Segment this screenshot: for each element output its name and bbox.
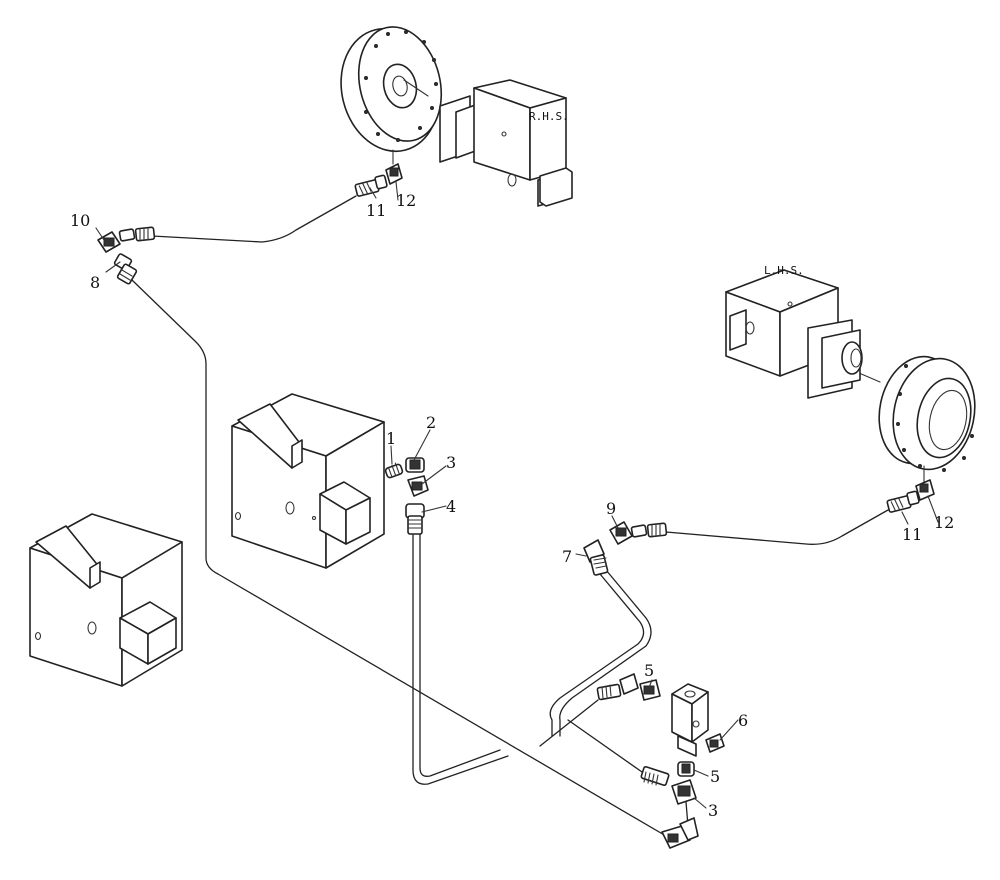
callout-9: 9 [606,499,616,518]
fitting-4 [405,503,425,535]
fitting-2 [405,457,425,473]
fitting-elbow-bottom [661,817,699,849]
pipe-8-to-bottom [131,279,667,837]
callout-1: 1 [386,429,396,448]
lhs-label: L.H.S. [764,264,804,277]
callout-6: 6 [738,711,748,730]
lhs-bearing-housing [878,355,976,485]
callout-7: 7 [562,547,572,566]
fitting-7 [583,539,609,576]
callout-5-bottom: 5 [710,767,720,786]
pipe-valve-to-tee [567,719,643,773]
pipe-rhs-feed [151,195,357,243]
callout-2: 2 [426,413,436,432]
pipe-lhs-feed [665,509,889,545]
fitting-5-bottom [677,761,695,777]
lhs-motor [725,269,863,399]
fittings [97,163,935,849]
fitting-3-bottom [640,765,697,805]
left-block [29,513,183,687]
callout-5-top: 5 [644,661,654,680]
fitting-12-lhs [915,479,935,501]
callout-12-rhs: 12 [396,191,416,210]
leader-lines [95,181,939,809]
fitting-3-top [407,475,429,497]
callout-11-lhs: 11 [902,525,922,544]
callout-8: 8 [90,273,100,292]
fitting-8 [113,253,138,285]
callout-4: 4 [446,497,456,516]
valve-body [671,683,709,757]
pipe-cross [539,699,599,747]
fitting-5-top [596,673,661,701]
fitting-10 [97,226,156,253]
fitting-6 [705,733,725,753]
rhs-label: R.H.S. [529,110,569,123]
rhs-bearing-housing [340,26,443,165]
fitting-9 [609,521,668,545]
centre-block [231,393,385,569]
callout-3-bottom: 3 [708,801,718,820]
rhs-motor [439,79,573,207]
pipe-7-down [549,573,645,737]
callouts: 1 2 3 4 10 8 11 12 9 7 11 12 5 6 5 3 [70,191,954,820]
fitting-1 [384,462,404,479]
callout-3-top: 3 [446,453,456,472]
fitting-12-rhs [385,163,403,185]
callout-12-lhs: 12 [934,513,954,532]
pipe-lines [131,195,889,837]
fitting-11-rhs [354,174,388,197]
pipe-7-down-inner [559,569,652,737]
pipe-4-down [412,533,509,785]
callout-11-rhs: 11 [366,201,386,220]
callout-10: 10 [70,211,90,230]
fitting-11-lhs [886,490,920,513]
pipe-4-down-inner [419,533,501,777]
